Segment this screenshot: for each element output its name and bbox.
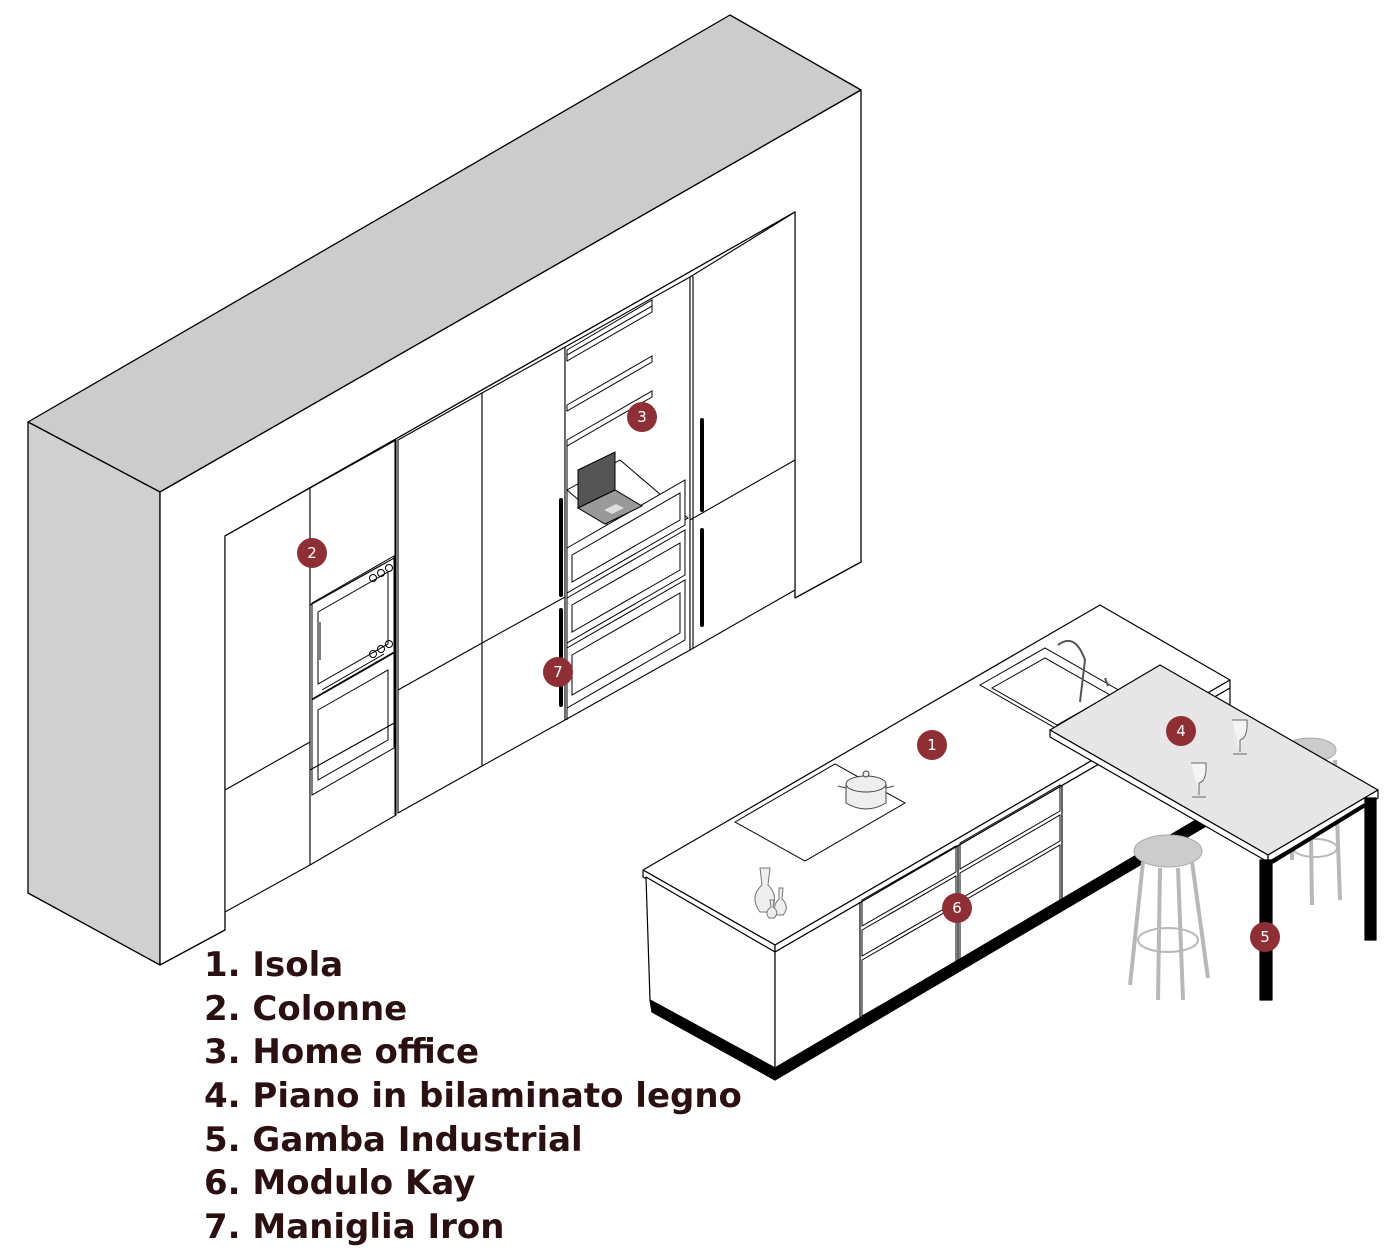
legend-item-home-office: 3. Home office: [204, 1032, 480, 1073]
marker-6-label: 6: [952, 899, 962, 917]
legend-item-modulo: 6. Modulo Kay: [204, 1163, 476, 1204]
marker-6: 6: [942, 893, 972, 923]
legend-item-gamba: 5. Gamba Industrial: [204, 1119, 583, 1160]
decanter-icon: [754, 867, 787, 919]
marker-4-label: 4: [1176, 722, 1186, 740]
legend-item-maniglia: 7. Maniglia Iron: [204, 1207, 505, 1248]
wall-left-side: [27, 421, 161, 966]
wine-glass-icon: [1191, 719, 1248, 798]
marker-3-label: 3: [637, 408, 647, 426]
marker-4: 4: [1166, 716, 1196, 746]
pot-icon: [837, 770, 895, 810]
marker-5-label: 5: [1260, 928, 1270, 946]
marker-3: 3: [627, 402, 657, 432]
wall-block: [27, 14, 862, 966]
marker-7: 7: [543, 657, 573, 687]
marker-5: 5: [1250, 922, 1280, 952]
legend: 1. Isola 2. Colonne 3. Home office 4. Pi…: [204, 944, 742, 1250]
marker-1: 1: [917, 730, 947, 760]
legend-item-isola: 1. Isola: [204, 945, 344, 985]
marker-2: 2: [297, 538, 327, 568]
marker-1-label: 1: [927, 736, 937, 754]
marker-2-label: 2: [307, 544, 317, 562]
industrial-leg-right: [1364, 797, 1377, 941]
laptop-icon: [576, 451, 644, 525]
markers: 1 2 3 4 5 6 7: [297, 402, 1280, 952]
oven-icon: [311, 555, 395, 796]
table: [1049, 664, 1379, 1001]
legend-item-piano: 4. Piano in bilaminato legno: [204, 1076, 742, 1117]
marker-7-label: 7: [553, 663, 563, 681]
faucet-icon: [1057, 640, 1109, 703]
legend-item-colonne: 2. Colonne: [204, 988, 408, 1029]
